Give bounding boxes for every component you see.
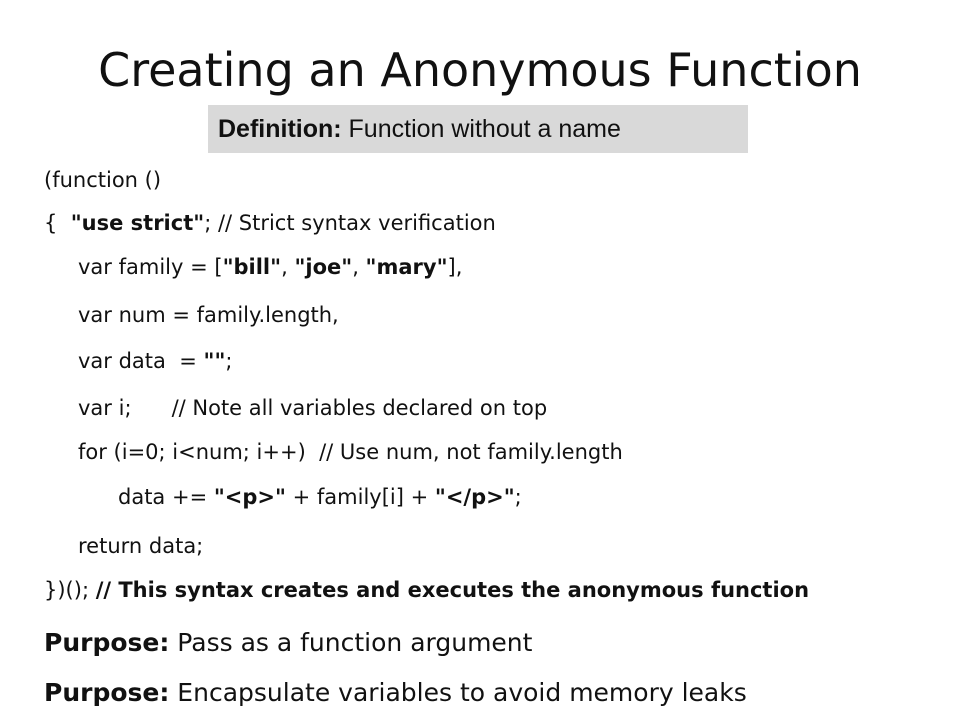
code-comment-bold: // This syntax creates and executes the … — [95, 578, 810, 602]
code-text: var family = [ — [78, 255, 223, 279]
definition-text: Function without a name — [341, 115, 621, 143]
code-string: "joe" — [294, 255, 353, 279]
code-line-8: data += "<p>" + family[i] + "</p>"; — [118, 482, 522, 512]
code-line-3: var family = ["bill", "joe", "mary"], — [78, 252, 462, 282]
code-line-6: var i; // Note all variables declared on… — [78, 396, 548, 420]
code-text: data += — [118, 485, 214, 509]
code-line-10: })(); // This syntax creates and execute… — [44, 575, 809, 605]
code-string: "<p>" — [213, 485, 286, 509]
purpose-label: Purpose: — [44, 678, 170, 707]
code-line-4: var num = family.length, — [78, 303, 339, 327]
slide-title: Creating an Anonymous Function — [98, 43, 862, 97]
code-string: "bill" — [222, 255, 282, 279]
code-string: "</p>" — [434, 485, 515, 509]
code-line-7: for (i=0; i<num; i++) // Use num, not fa… — [78, 440, 623, 464]
code-text: , — [352, 255, 366, 279]
code-string: "use strict" — [70, 211, 205, 235]
purpose-label: Purpose: — [44, 628, 170, 657]
definition-box: Definition: Function without a name — [208, 105, 748, 153]
code-string: "mary" — [365, 255, 448, 279]
purpose-text: Encapsulate variables to avoid memory le… — [169, 678, 747, 707]
code-text: })(); — [44, 578, 96, 602]
purpose-line-1: Purpose: Pass as a function argument — [44, 626, 532, 660]
purpose-text: Pass as a function argument — [169, 628, 533, 657]
code-comment: ; // Strict syntax verification — [204, 211, 496, 235]
code-text: , — [281, 255, 295, 279]
code-text: ; — [225, 349, 233, 373]
code-string: "" — [203, 349, 226, 373]
code-line-2: { "use strict"; // Strict syntax verific… — [44, 208, 496, 238]
code-text: ; — [514, 485, 522, 509]
code-text: var data = — [78, 349, 204, 373]
code-text: + family[i] + — [285, 485, 435, 509]
purpose-line-2: Purpose: Encapsulate variables to avoid … — [44, 676, 747, 710]
definition-label: Definition: — [218, 115, 342, 143]
code-brace: { — [44, 211, 71, 235]
code-text: ], — [447, 255, 463, 279]
code-line-5: var data = ""; — [78, 346, 233, 376]
code-line-9: return data; — [78, 534, 204, 558]
code-line-1: (function () — [44, 168, 162, 192]
